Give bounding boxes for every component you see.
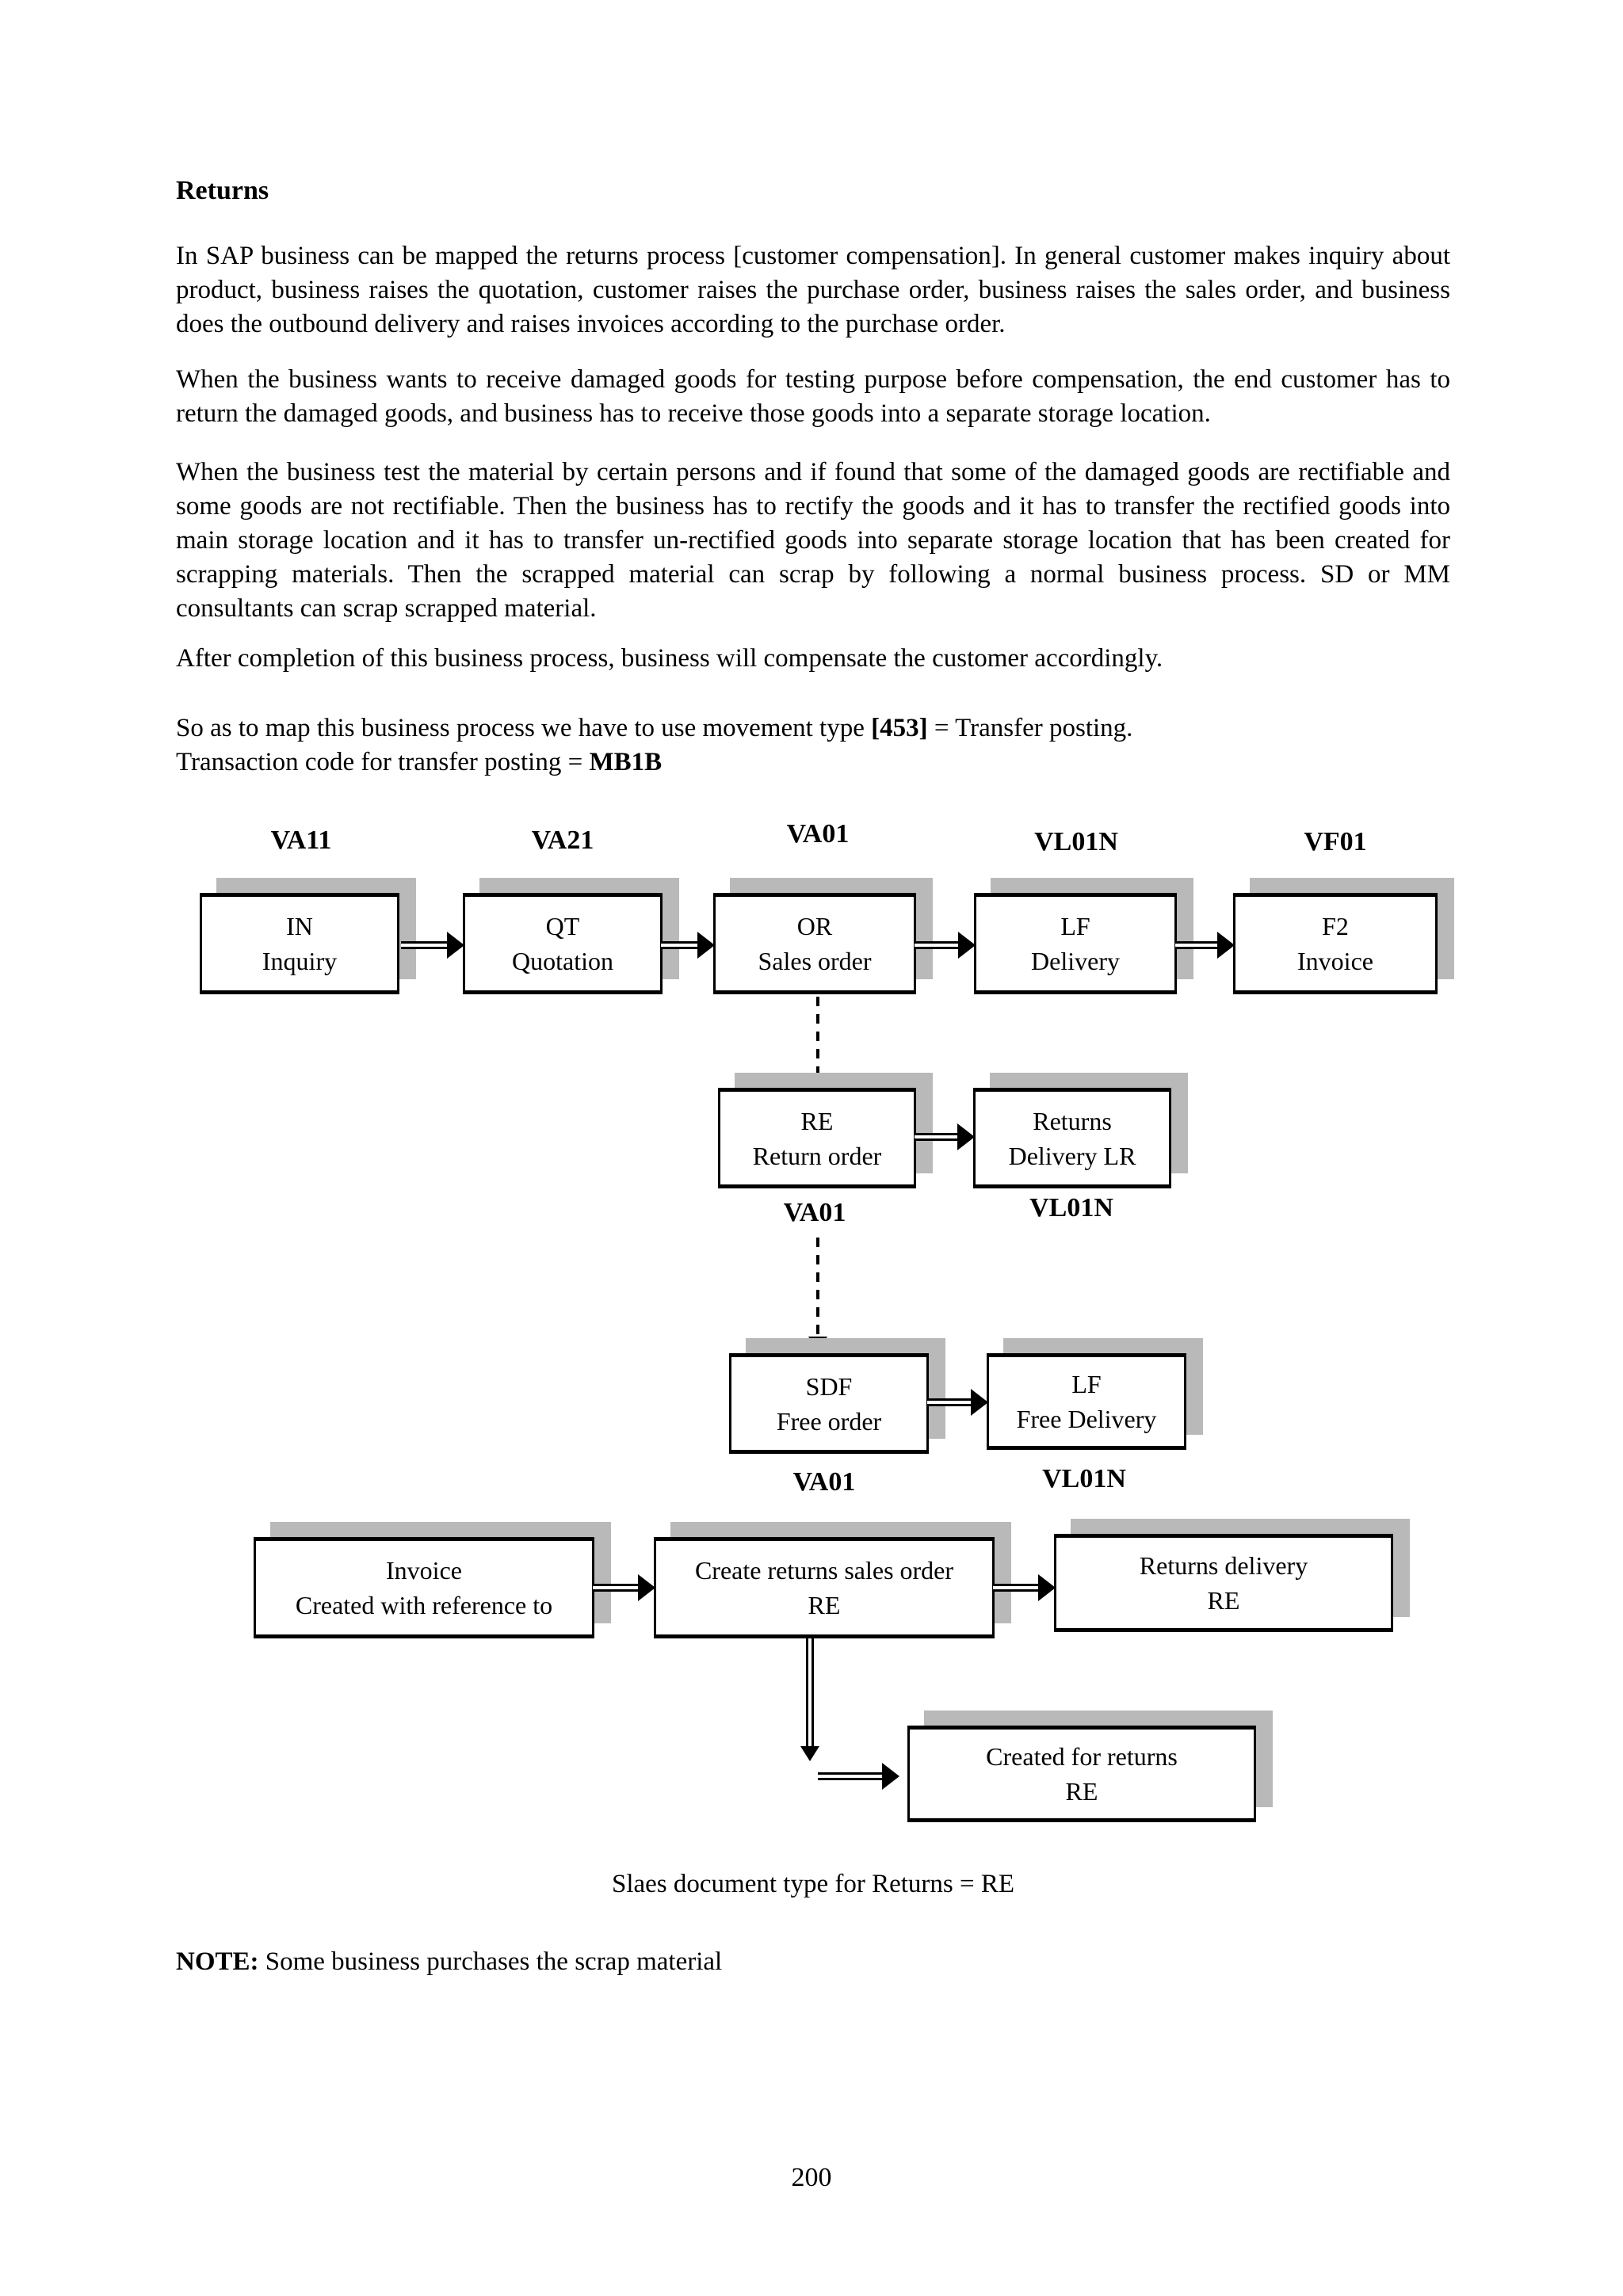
transaction-code-line: Transaction code for transfer posting = … xyxy=(176,746,662,780)
box-sublabel: RE xyxy=(808,1591,841,1619)
arrow-down-dashed-icon xyxy=(816,1238,819,1336)
movement-type-line: So as to map this business process we ha… xyxy=(176,711,1132,746)
box-code: Returns xyxy=(1033,1106,1112,1135)
note-text: Some business purchases the scrap materi… xyxy=(258,1947,723,1976)
box-label: Invoice xyxy=(1297,947,1373,975)
box-sublabel: RE xyxy=(1207,1586,1240,1615)
box-code: SDF xyxy=(805,1371,853,1401)
box-label: Invoice xyxy=(386,1556,462,1585)
box-label: Inquiry xyxy=(262,947,338,975)
flow-box-sales-order: OR Sales order xyxy=(713,893,916,994)
tcode-va11: VA11 xyxy=(270,826,332,855)
note-line: NOTE: Some business purchases the scrap … xyxy=(176,1947,722,1977)
note-label: NOTE: xyxy=(176,1947,259,1976)
box-label: Returns delivery xyxy=(1139,1551,1308,1580)
box-code: OR xyxy=(796,912,833,940)
transaction-code-value: MB1B xyxy=(589,748,663,776)
tcode-va01-free: VA01 xyxy=(792,1467,856,1497)
box-label: Created for returns xyxy=(986,1742,1178,1771)
box-code: LF xyxy=(1071,1370,1102,1398)
flow-box-delivery: LF Delivery xyxy=(974,893,1177,994)
box-code: LF xyxy=(1060,912,1090,940)
arrow-right-icon xyxy=(818,1762,899,1791)
tcode-vf01: VF01 xyxy=(1304,827,1367,856)
box-label: Create returns sales order xyxy=(694,1556,954,1585)
arrow-right-icon xyxy=(1175,931,1235,959)
box-label: Free Delivery xyxy=(1016,1405,1157,1433)
paragraph-rectifiable: When the business test the material by c… xyxy=(176,458,1450,623)
movement-type-suffix: = Transfer posting. xyxy=(927,714,1133,742)
arrow-down-head-icon xyxy=(800,1746,819,1761)
arrow-right-icon xyxy=(593,1573,655,1602)
box-label: Sales order xyxy=(758,947,872,975)
box-label: Quotation xyxy=(512,947,613,975)
box-label: Return order xyxy=(752,1141,882,1170)
paragraph-compensation: After completion of this business proces… xyxy=(176,644,1163,673)
arrow-right-icon xyxy=(915,931,976,959)
tcode-vl01n-free: VL01N xyxy=(1042,1464,1126,1493)
flow-box-inquiry: IN Inquiry xyxy=(200,893,399,994)
page-number: 200 xyxy=(791,2163,832,2192)
box-code: IN xyxy=(286,912,313,940)
movement-type-text: So as to map this business process we ha… xyxy=(176,714,872,742)
box-sublabel: RE xyxy=(1065,1777,1098,1806)
tcode-va01-returns: VA01 xyxy=(783,1198,846,1227)
box-label: Free order xyxy=(776,1406,882,1436)
tcode-vl01n: VL01N xyxy=(1034,827,1118,856)
flow-box-free-order: SDF Free order xyxy=(729,1353,929,1454)
tcode-va21: VA21 xyxy=(531,826,594,855)
tcode-va01: VA01 xyxy=(786,819,850,849)
diagram-caption: Slaes document type for Returns = RE xyxy=(611,1870,1015,1898)
tcode-vl01n-returns: VL01N xyxy=(1029,1193,1113,1222)
transaction-code-text: Transaction code for transfer posting = xyxy=(176,748,590,776)
arrow-right-icon xyxy=(915,1123,975,1151)
flow-box-free-delivery: LF Free Delivery xyxy=(987,1353,1186,1450)
box-code: RE xyxy=(800,1106,834,1135)
page-title: Returns xyxy=(176,176,269,205)
paragraph-intro: In SAP business can be mapped the return… xyxy=(176,242,1450,338)
flow-box-quotation: QT Quotation xyxy=(463,893,663,994)
arrow-down-head-icon xyxy=(808,1073,827,1088)
arrow-right-icon xyxy=(927,1388,988,1417)
arrow-down-head-icon xyxy=(808,1337,827,1352)
paragraph-damaged-goods: When the business wants to receive damag… xyxy=(176,365,1450,428)
box-label: Delivery xyxy=(1031,947,1120,975)
arrow-down-dashed-icon xyxy=(816,997,819,1074)
arrow-right-icon xyxy=(993,1573,1056,1602)
box-label: Delivery LR xyxy=(1008,1141,1136,1170)
arrow-down-icon xyxy=(806,1638,814,1747)
movement-type-code: [453] xyxy=(871,714,928,742)
box-code: QT xyxy=(545,912,580,940)
arrow-right-icon xyxy=(661,931,715,959)
flow-box-return-order: RE Return order xyxy=(718,1088,916,1188)
box-sublabel: Created with reference to xyxy=(295,1591,553,1619)
arrow-right-icon xyxy=(401,931,464,959)
box-code: F2 xyxy=(1322,912,1349,940)
